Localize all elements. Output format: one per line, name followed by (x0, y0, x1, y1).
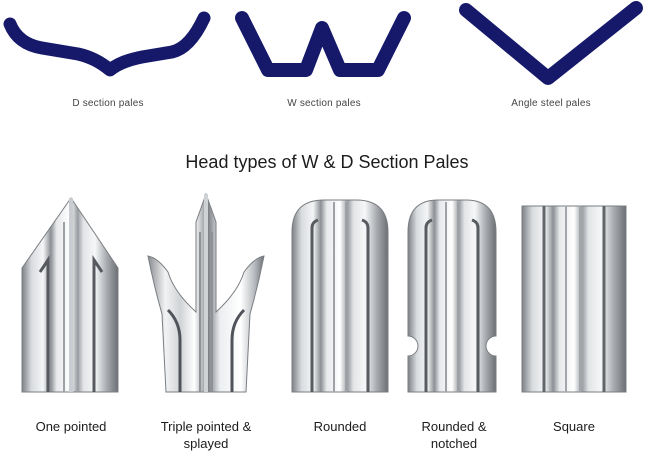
one-pointed-head (18, 192, 124, 400)
rounded-notched-caption: Rounded & notched (421, 419, 487, 451)
d-section-panel: D section pales (0, 0, 216, 122)
square-head (518, 192, 630, 400)
d-section-profile-icon (3, 11, 211, 77)
angle-steel-profile-icon (459, 1, 643, 85)
square-pale-icon (521, 205, 627, 393)
w-section-profile-icon (235, 11, 411, 77)
angle-steel-panel: Angle steel pales (448, 0, 654, 122)
triple-pointed-pale-icon (147, 192, 265, 393)
angle-steel-caption: Angle steel pales (511, 98, 591, 109)
w-section-panel: W section pales (226, 0, 422, 122)
triple-pointed-caption: Triple pointed & splayed (160, 419, 252, 451)
w-section-caption: W section pales (287, 98, 361, 109)
rounded-caption: Rounded (313, 419, 367, 434)
rounded-notched-head (404, 192, 500, 400)
rounded-head (288, 192, 392, 400)
one-pointed-pale-icon (21, 197, 119, 393)
page-title: Head types of W & D Section Pales (185, 152, 469, 172)
one-pointed-caption: One pointed (35, 419, 107, 434)
square-caption: Square (553, 419, 595, 434)
d-section-caption: D section pales (72, 98, 144, 109)
rounded-pale-icon (291, 199, 389, 393)
triple-pointed-head (140, 192, 272, 400)
rounded-notched-pale-icon (407, 199, 497, 393)
